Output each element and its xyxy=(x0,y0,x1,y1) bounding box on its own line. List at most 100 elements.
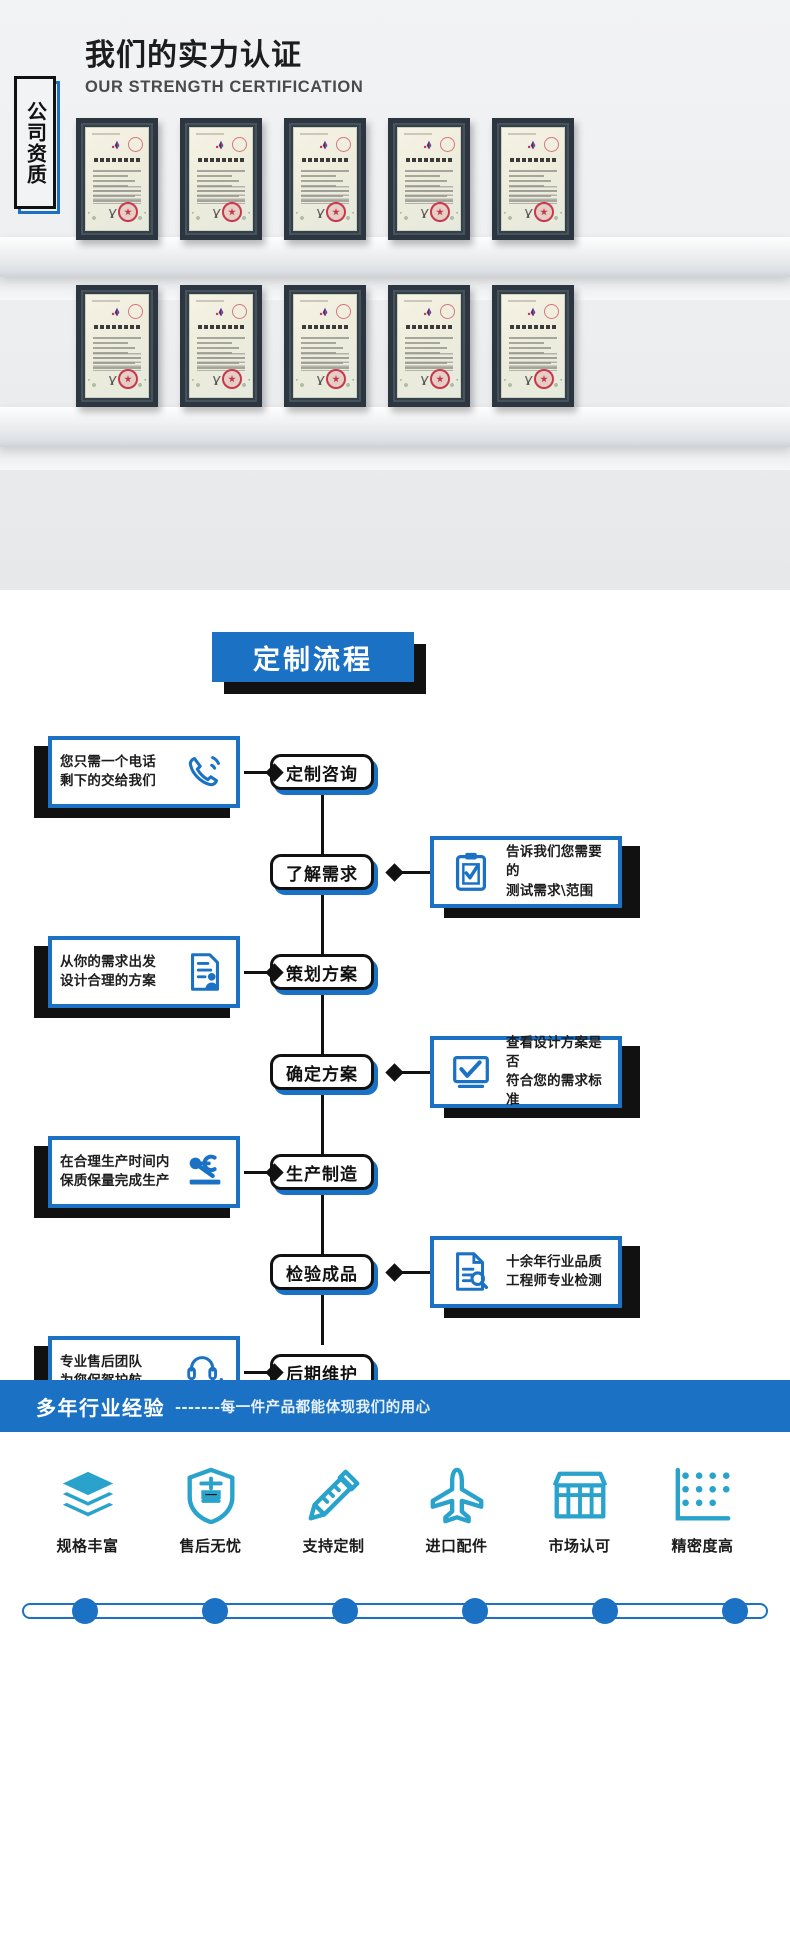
certificate-paragraph xyxy=(509,353,557,371)
document-user-icon xyxy=(182,949,228,995)
feature-label: 支持定制 xyxy=(302,1537,365,1555)
frame-mat xyxy=(185,123,257,235)
paper-topline xyxy=(404,133,432,135)
signature-mark xyxy=(414,376,436,385)
paper-seal-top xyxy=(232,304,247,319)
frame-mat xyxy=(289,123,361,235)
paper-corner-ornament xyxy=(88,379,104,395)
flow-card-text: 告诉我们您需要的 测试需求\范围 xyxy=(506,844,602,899)
paper-corner-ornament xyxy=(296,212,312,228)
paper-seal-top xyxy=(544,137,559,152)
certificate-paragraph xyxy=(301,353,349,371)
feature-progress-track xyxy=(22,1598,768,1624)
experience-headline: 多年行业经验 xyxy=(36,1395,165,1420)
certificate-heading xyxy=(198,325,244,329)
certificate-heading xyxy=(406,158,452,162)
certificate-heading xyxy=(198,158,244,162)
paper-seal-top xyxy=(440,304,455,319)
certificate-paragraph xyxy=(301,186,349,204)
signature-mark xyxy=(102,209,124,218)
signature-mark xyxy=(102,376,124,385)
patent-logo-icon xyxy=(319,140,328,150)
signature-mark xyxy=(518,376,540,385)
paper-corner-ornament xyxy=(400,379,416,395)
flow-step-label: 后期维护 xyxy=(286,1364,358,1385)
certificate-paper xyxy=(501,127,565,231)
paper-seal-top xyxy=(336,137,351,152)
feature-item-2: 售后无忧 xyxy=(157,1466,265,1556)
paper-topline xyxy=(196,133,224,135)
paper-corner-ornament xyxy=(400,212,416,228)
flow-connector-line xyxy=(398,1071,430,1074)
certificate-paragraph xyxy=(197,186,245,204)
flow-step-label: 检验成品 xyxy=(286,1264,358,1285)
certificate-frame xyxy=(76,118,158,240)
flow-step-pill-6[interactable]: 检验成品 xyxy=(270,1254,378,1295)
official-red-seal xyxy=(430,369,450,389)
flow-step-pill-1[interactable]: 定制咨询 xyxy=(270,754,378,795)
storefront-icon xyxy=(549,1466,611,1524)
certificate-frame xyxy=(388,285,470,407)
paper-corner-ornament xyxy=(546,212,562,228)
certificate-paper xyxy=(397,127,461,231)
certificate-heading xyxy=(510,158,556,162)
badge-box: 公司资质 xyxy=(14,76,56,209)
ruler-pencil-icon xyxy=(303,1466,365,1524)
certificate-paragraph xyxy=(405,186,453,204)
patent-logo-icon xyxy=(111,307,120,317)
paper-topline xyxy=(92,300,120,302)
certificate-paper xyxy=(189,127,253,231)
flow-title-banner: 定制流程 xyxy=(212,632,426,694)
paper-corner-ornament xyxy=(338,212,354,228)
frame-mat xyxy=(497,290,569,402)
frame-mat xyxy=(393,290,465,402)
certificate-frame xyxy=(284,118,366,240)
feature-label: 规格丰富 xyxy=(56,1537,119,1555)
pill-box: 定制咨询 xyxy=(270,754,374,790)
paper-corner-ornament xyxy=(192,379,208,395)
pill-box: 了解需求 xyxy=(270,854,374,890)
paper-corner-ornament xyxy=(234,212,250,228)
frame-mat xyxy=(81,123,153,235)
progress-dot-3 xyxy=(332,1598,358,1624)
frame-mat xyxy=(289,290,361,402)
paper-seal-top xyxy=(440,137,455,152)
flow-connector-line xyxy=(398,1271,430,1274)
flow-step-pill-5[interactable]: 生产制造 xyxy=(270,1154,378,1195)
certificate-row-lower xyxy=(76,285,574,407)
feature-label: 售后无忧 xyxy=(179,1537,242,1555)
flow-detail-card-6: 十余年行业品质 工程师专业检测 xyxy=(430,1236,640,1318)
patent-logo-icon xyxy=(423,307,432,317)
page-title: 我们的实力认证 xyxy=(85,38,302,73)
flow-step-label: 了解需求 xyxy=(286,864,358,885)
certificate-paper xyxy=(293,127,357,231)
flow-step-pill-2[interactable]: 了解需求 xyxy=(270,854,378,895)
badge-label: 公司资质 xyxy=(23,100,48,185)
paper-corner-ornament xyxy=(338,379,354,395)
flow-step-pill-3[interactable]: 策划方案 xyxy=(270,954,378,995)
paper-corner-ornament xyxy=(442,379,458,395)
certificate-frame xyxy=(492,285,574,407)
flow-step-pill-4[interactable]: 确定方案 xyxy=(270,1054,378,1095)
flow-card-text: 十余年行业品质 工程师专业检测 xyxy=(506,1253,602,1289)
certificate-paper xyxy=(85,127,149,231)
certificate-paragraph xyxy=(93,353,141,371)
shelf-upper xyxy=(0,237,790,277)
flow-step-label: 定制咨询 xyxy=(286,764,358,785)
flow-connector-line xyxy=(398,871,430,874)
progress-dot-2 xyxy=(202,1598,228,1624)
certificate-frame xyxy=(180,285,262,407)
flow-title-label: 定制流程 xyxy=(253,644,373,676)
paper-topline xyxy=(404,300,432,302)
flow-title-box: 定制流程 xyxy=(212,632,414,682)
official-red-seal xyxy=(222,369,242,389)
company-qualification-badge: 公司资质 xyxy=(14,76,60,214)
paper-corner-ornament xyxy=(88,212,104,228)
paper-seal-top xyxy=(336,304,351,319)
progress-dot-6 xyxy=(722,1598,748,1624)
paper-seal-top xyxy=(128,137,143,152)
pill-box: 生产制造 xyxy=(270,1154,374,1190)
certificate-paragraph xyxy=(197,353,245,371)
paper-seal-top xyxy=(232,137,247,152)
feature-label: 精密度高 xyxy=(671,1537,734,1555)
